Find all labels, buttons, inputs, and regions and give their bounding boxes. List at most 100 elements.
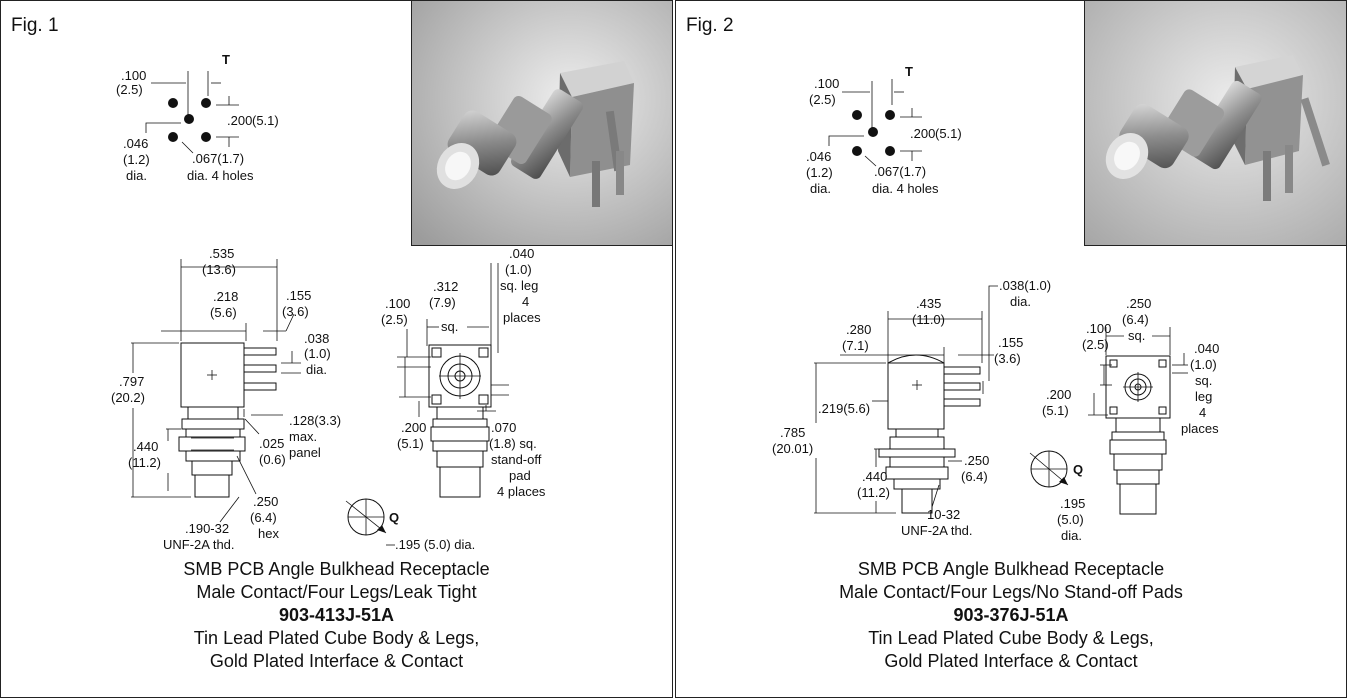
dim-label: (2.5) [116,82,143,97]
technical-drawing: .100 (2.5) T .200 (5.1) .046 (1.2) dia. … [772,64,1219,543]
dim-label: leg [1195,389,1212,404]
dim-label: hex [258,526,279,541]
dim-label: dia. 4 holes [187,168,254,183]
figure-2-panel: Fig. 2 .100 (2.5) T .200 (5.1) .046 (1.2… [675,0,1347,698]
product-photo [1084,1,1346,246]
dim-label: .067(1.7) [192,151,244,166]
caption-line: SMB PCB Angle Bulkhead Receptacle [183,559,490,579]
dim-label: .038(1.0) [999,278,1051,293]
dim-label: .190-32 [185,521,229,536]
dim-label: (5.1) [252,113,279,128]
front-view: .250 (6.4) sq. .100 (2.5) .040 (1.0) sq [1042,296,1219,515]
dim-label: panel [289,445,321,460]
dim-label: (2.5) [381,312,408,327]
dim-label: (11.2) [128,455,161,470]
dim-label: UNF-2A thd. [163,537,235,552]
dim-label: dia. [810,181,831,196]
dim-label: (5.1) [1042,403,1069,418]
dim-label: (1.2) [806,165,833,180]
dim-label: .070 [491,420,516,435]
dim-label: .040 [509,246,534,261]
dim-label: (6.4) [1122,312,1149,327]
q-symbol: Q .195 (5.0) dia. [1029,450,1085,543]
dim-label: .195 (5.0) dia. [395,537,475,552]
dim-label: .155 [286,288,311,303]
hole [852,110,862,120]
dim-label: .250 [964,453,989,468]
part-number: 903-376J-51A [953,605,1069,625]
dim-label: (1.0) [505,262,532,277]
front-view: .040 (1.0) sq. leg 4 places .312 (7.9) s… [381,246,546,499]
dim-label: (5.1) [935,126,962,141]
dim-label: .046 [806,149,831,164]
dim-label: 4 places [497,484,546,499]
dim-label: (1.0) [304,346,331,361]
dim-label: .128(3.3) [289,413,341,428]
caption-line: SMB PCB Angle Bulkhead Receptacle [857,559,1165,579]
dim-label: stand-off [491,452,542,467]
dim-label: .100 [814,76,839,91]
dim-label: (5.0) [1057,512,1084,527]
dim-label: T [222,52,230,67]
dim-label: max. [289,429,317,444]
dim-label: (6.4) [961,469,988,484]
dim-label: (5.1) [397,436,424,451]
part-number: 903-413J-51A [278,605,395,625]
dim-label: .100 [385,296,410,311]
dim-label: pad [509,468,531,483]
dim-label: .200 [910,126,935,141]
dim-label: dia. 4 holes [872,181,939,196]
connector-photo-image [412,1,672,245]
dim-label: (1.0) [1190,357,1217,372]
dim-label: .100 [1086,321,1111,336]
figure-label: Fig. 1 [11,15,59,36]
hole [201,98,211,108]
dim-label: (3.6) [994,351,1021,366]
caption-line: Male Contact/Four Legs/No Stand-off Pads [839,582,1183,602]
caption: SMB PCB Angle Bulkhead Receptacle Male C… [676,558,1346,673]
figure-label: Fig. 2 [686,15,734,36]
dim-label: dia. [126,168,147,183]
dim-label: .200 [401,420,426,435]
dim-label: .038 [304,331,329,346]
caption-line: Tin Lead Plated Cube Body & Legs, [193,628,480,648]
dim-label: places [503,310,541,325]
dim-label: .440 [862,469,887,484]
dim-label: T [905,64,913,79]
dim-label: (7.9) [429,295,456,310]
dim-label: .435 [916,296,941,311]
dim-label: UNF-2A thd. [901,523,973,538]
dim-label: .046 [123,136,148,151]
dim-label: sq. [1128,328,1145,343]
dim-label: sq. [1195,373,1212,388]
dim-label: (2.5) [1082,337,1109,352]
caption: SMB PCB Angle Bulkhead Receptacle Male C… [1,558,672,673]
caption-line: Tin Lead Plated Cube Body & Legs, [868,628,1154,648]
side-view: .535 (13.6) .218 (5.6) .155 (3.6) .038 (… [111,246,341,552]
dim-label: .067(1.7) [874,164,926,179]
dim-label: .155 [998,335,1023,350]
dim-label: (20.2) [111,390,145,405]
hole [852,146,862,156]
caption-line: Gold Plated Interface & Contact [209,651,464,671]
dim-label: (11.2) [857,485,890,500]
hole [184,114,194,124]
dim-label: (6.4) [250,510,277,525]
dim-label: .250 [253,494,278,509]
dim-label: (1.2) [123,152,150,167]
product-photo [411,1,672,246]
dim-label: .218 [213,289,238,304]
dim-label: (0.6) [259,452,286,467]
dim-label: (5.6) [210,305,237,320]
dim-label: .785 [780,425,805,440]
figure-1-panel: Fig. 1 .100 (2.5) T .200 (5.1) .046 (1.2… [0,0,673,698]
technical-drawing: .100 (2.5) T .200 (5.1) .046 (1.2) dia. … [111,52,546,552]
hole [885,146,895,156]
dim-label: .025 [259,436,284,451]
dim-label: (3.6) [282,304,309,319]
hole-pattern: .100 (2.5) T .200 (5.1) .046 (1.2) dia. … [116,52,279,183]
dim-label: sq. [441,319,458,334]
dim-label: (13.6) [202,262,236,277]
dim-label: 4 [522,294,529,309]
dim-label: .535 [209,246,234,261]
